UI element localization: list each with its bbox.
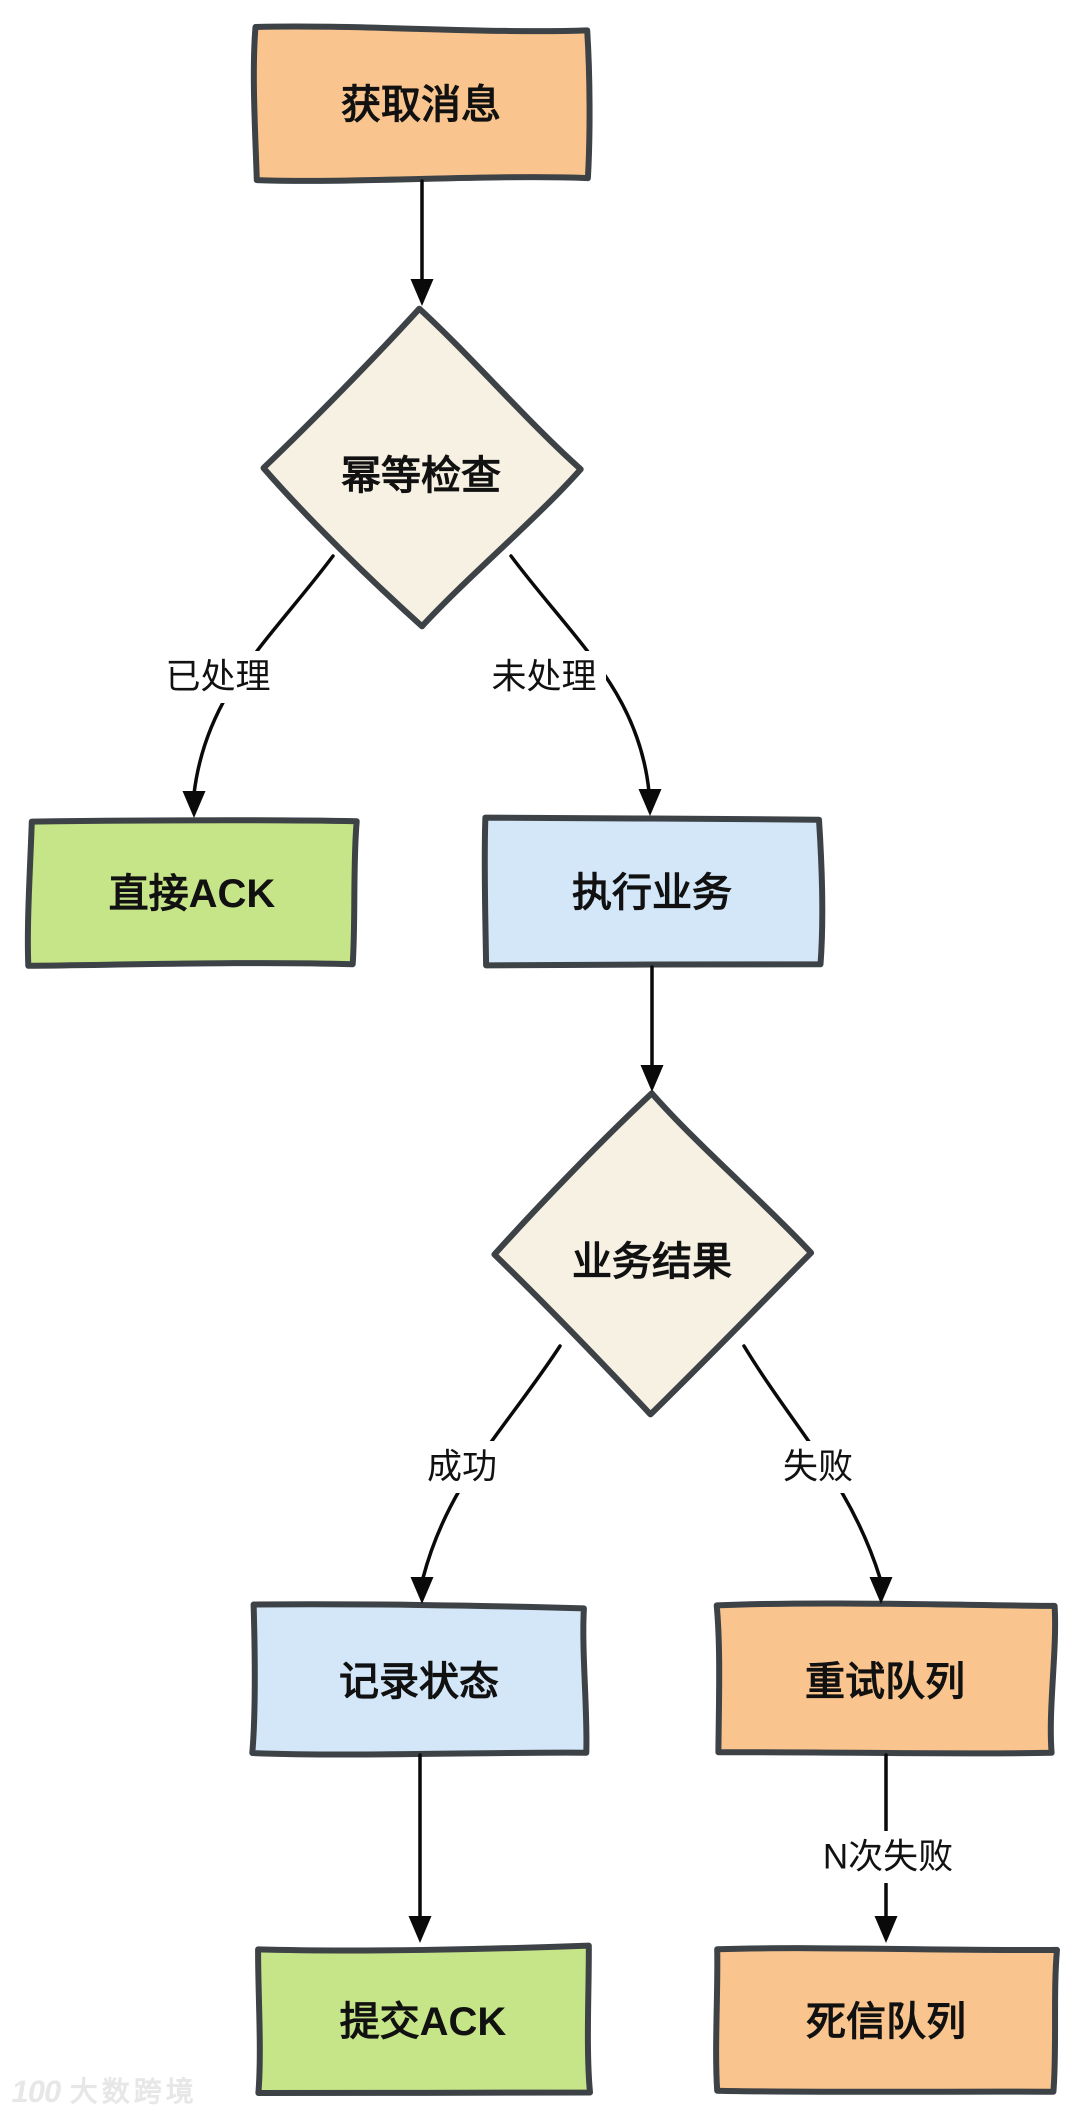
node-dead-letter-queue-label: 死信队列: [806, 2000, 966, 2044]
edge-label-unprocessed: 未处理: [482, 651, 606, 703]
node-execute-business: 执行业务: [481, 814, 826, 969]
node-get-message-shape: [250, 23, 593, 184]
edge-label-success-bg: [419, 1441, 505, 1493]
edge-label-n-failures-text: N次失败: [823, 1838, 953, 1877]
node-dead-letter-queue-shape: [713, 1945, 1060, 2095]
watermark: 100 大数跨境: [8, 2074, 198, 2109]
edge-label-success: 成功: [419, 1441, 505, 1493]
node-business-result: 业务结果: [491, 1090, 815, 1418]
node-idempotency-check-label: 幂等检查: [341, 454, 501, 498]
node-submit-ack-shape: [255, 1942, 593, 2096]
edge-fetch-to-check-arrowhead-icon: [410, 279, 434, 306]
edge-result-to-retry-arrowhead-icon: [869, 1577, 893, 1604]
node-execute-business-label: 执行业务: [572, 871, 732, 915]
edge-label-failure: 失败: [775, 1441, 861, 1493]
node-dead-letter-queue: 死信队列: [713, 1945, 1060, 2095]
edge-check-to-exec-arrowhead-icon: [638, 789, 662, 816]
watermark-logo-icon: 100: [8, 2074, 64, 2109]
edge-exec-to-result-arrowhead-icon: [640, 1065, 664, 1092]
node-submit-ack: 提交ACK: [255, 1942, 593, 2096]
edge-label-failure-text: 失败: [783, 1448, 853, 1487]
node-idempotency-check: 幂等检查: [260, 305, 584, 630]
node-execute-business-shape: [481, 814, 826, 969]
node-business-result-shape: [491, 1090, 815, 1418]
node-record-status-shape: [249, 1601, 590, 1758]
edge-exec-to-result: [640, 965, 664, 1092]
edge-fetch-to-check: [410, 179, 434, 306]
node-retry-queue: 重试队列: [713, 1600, 1059, 1757]
node-retry-queue-label: 重试队列: [805, 1660, 965, 1704]
edge-label-n-failures-bg: [808, 1831, 968, 1883]
edge-label-unprocessed-bg: [482, 651, 606, 703]
node-direct-ack: 直接ACK: [24, 817, 360, 969]
node-get-message: 获取消息: [250, 23, 593, 184]
edge-record-to-submit-arrowhead-icon: [408, 1916, 432, 1943]
node-record-status-label: 记录状态: [339, 1660, 499, 1704]
edge-label-failure-bg: [775, 1441, 861, 1493]
node-retry-queue-shape: [713, 1600, 1059, 1757]
edge-result-to-record-arrowhead-icon: [410, 1577, 434, 1604]
node-business-result-label: 业务结果: [572, 1240, 732, 1284]
node-idempotency-check-shape: [260, 305, 584, 630]
node-submit-ack-label: 提交ACK: [340, 2000, 507, 2044]
watermark-brand: 大数跨境: [69, 2075, 198, 2107]
edge-label-processed-bg: [156, 651, 280, 703]
edge-retry-to-dead-arrowhead-icon: [874, 1916, 898, 1943]
edge-label-n-failures: N次失败: [808, 1831, 968, 1883]
edge-record-to-submit: [408, 1753, 432, 1943]
edge-label-processed-text: 已处理: [165, 658, 270, 697]
edge-check-to-ack-arrowhead-icon: [182, 791, 206, 818]
node-get-message-label: 获取消息: [341, 83, 501, 127]
edge-label-success-text: 成功: [427, 1448, 497, 1487]
edge-label-processed: 已处理: [156, 651, 280, 703]
node-direct-ack-label: 直接ACK: [109, 872, 276, 916]
edge-label-unprocessed-text: 未处理: [491, 658, 596, 697]
node-direct-ack-shape: [24, 817, 360, 969]
node-record-status: 记录状态: [249, 1601, 590, 1758]
